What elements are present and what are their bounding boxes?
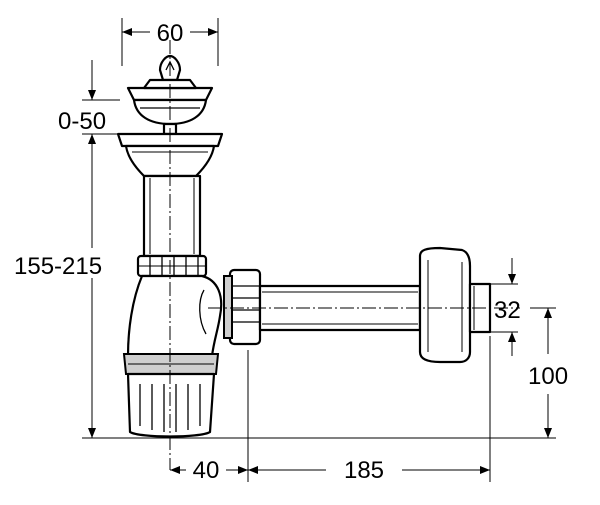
dim-height-range: 155-215 bbox=[14, 253, 102, 280]
wall-rosette bbox=[418, 246, 472, 364]
dim-trap-offset: 40 bbox=[193, 457, 220, 484]
dim-outlet-diameter: 32 bbox=[494, 297, 521, 324]
tail-pipe bbox=[142, 174, 202, 258]
outlet-nut bbox=[223, 268, 262, 346]
dim-outlet-height: 100 bbox=[528, 363, 568, 390]
dim-tail-adjust: 0-50 bbox=[58, 108, 106, 135]
trap-body bbox=[122, 274, 223, 438]
dim-top-width: 60 bbox=[157, 20, 184, 47]
trap-assembly bbox=[116, 40, 520, 470]
dimension-lines bbox=[82, 18, 556, 482]
dim-horizontal-length: 185 bbox=[344, 457, 384, 484]
coupling-nut bbox=[136, 254, 208, 278]
